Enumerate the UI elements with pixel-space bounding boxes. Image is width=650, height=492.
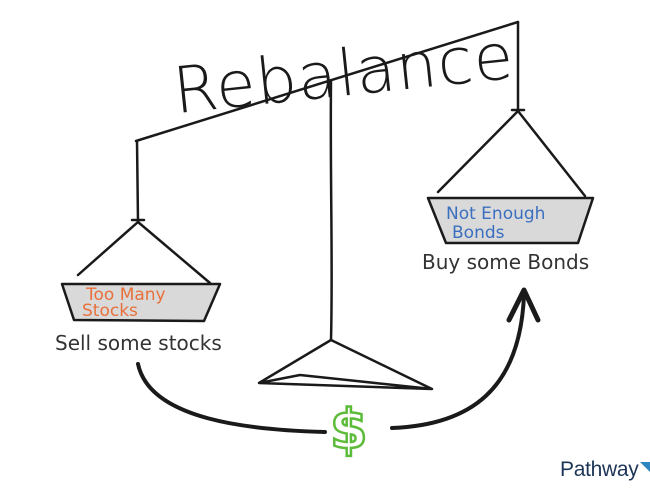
pathway-logo: Pathway <box>560 458 650 482</box>
left-pan-label-line1: Too Many <box>85 285 166 305</box>
arrow-head-icon <box>506 287 541 323</box>
dollar-icon: $ <box>330 398 368 461</box>
left-caption: Sell some stocks <box>55 331 222 355</box>
logo-text: Pathway <box>560 458 639 481</box>
transfer-arrow <box>136 287 541 434</box>
title-text: Rebalance <box>170 20 518 129</box>
right-hanger <box>436 20 587 198</box>
right-caption: Buy some Bonds <box>422 250 589 274</box>
scale-base <box>257 338 434 391</box>
left-pan: Too Many Stocks <box>60 282 222 323</box>
left-pan-label-line2: Stocks <box>82 301 138 321</box>
right-pan-label-line2: Bonds <box>452 223 505 243</box>
logo-mark-icon <box>640 462 650 473</box>
left-hanger <box>76 139 212 285</box>
right-pan-label-line1: Not Enough <box>446 204 545 224</box>
scale-beam <box>134 20 520 143</box>
right-pan: Not Enough Bonds <box>426 196 595 245</box>
scale-post <box>329 79 333 342</box>
